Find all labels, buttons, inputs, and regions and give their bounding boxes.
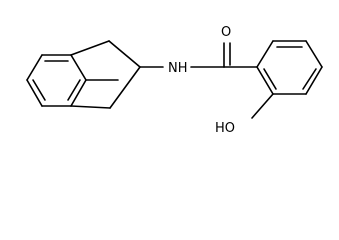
amine-nitrogen-label: NH <box>168 61 188 76</box>
salicyl-benzene-ring <box>256 40 323 95</box>
double-bond-inner <box>302 68 317 90</box>
bond <box>70 79 87 107</box>
carbonyl-oxygen-label: O <box>221 25 231 40</box>
molecule-canvas: NH O HO <box>26 25 323 136</box>
indane-benzene-ring <box>26 54 87 107</box>
bond-c-oh <box>251 93 274 119</box>
bond <box>256 66 274 95</box>
bond <box>256 40 274 68</box>
double-bond-inner <box>263 68 277 90</box>
bond <box>109 66 141 109</box>
bond <box>70 40 110 56</box>
double-bond-inner <box>67 79 81 101</box>
bond <box>305 66 323 95</box>
double-bond-inner <box>32 79 46 101</box>
structure-diagram: NH O HO <box>26 25 323 136</box>
bond <box>70 54 87 81</box>
indane-cyclopentane-ring <box>70 40 141 109</box>
bond <box>108 40 141 68</box>
bond <box>26 54 43 81</box>
hydroxyl-label: HO <box>215 121 235 136</box>
bond <box>70 105 111 109</box>
bond <box>26 79 43 107</box>
bond <box>305 40 323 68</box>
